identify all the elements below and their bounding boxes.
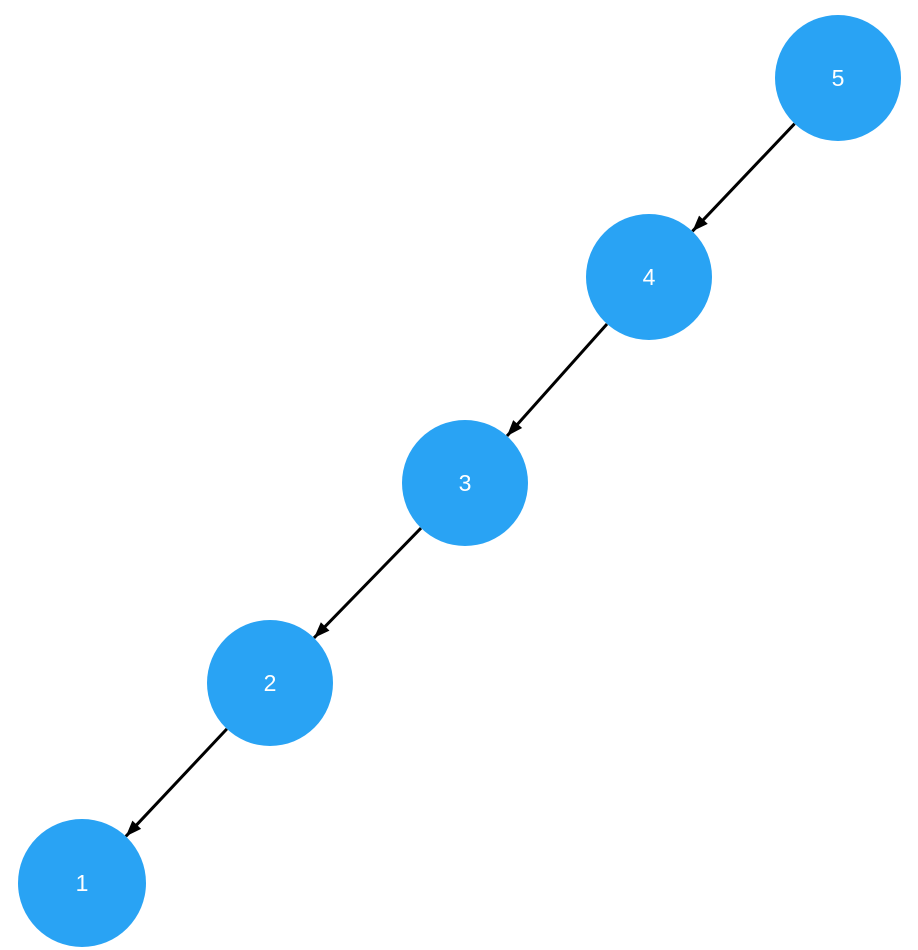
graph-node-4[interactable]: 4 — [586, 214, 712, 340]
graph-node-2[interactable]: 2 — [207, 620, 333, 746]
graph-node-1[interactable]: 1 — [18, 819, 146, 947]
edge-5-to-4 — [691, 122, 796, 233]
graph-node-5[interactable]: 5 — [775, 15, 901, 141]
node-circle-5[interactable] — [775, 15, 901, 141]
node-circle-2[interactable] — [207, 620, 333, 746]
edges-layer — [124, 122, 796, 838]
graph-node-3[interactable]: 3 — [402, 420, 528, 546]
node-circle-1[interactable] — [18, 819, 146, 947]
edge-4-to-3 — [505, 323, 609, 437]
edge-2-to-1 — [124, 727, 228, 838]
node-circle-4[interactable] — [586, 214, 712, 340]
node-circle-3[interactable] — [402, 420, 528, 546]
edge-3-to-2 — [312, 527, 423, 639]
